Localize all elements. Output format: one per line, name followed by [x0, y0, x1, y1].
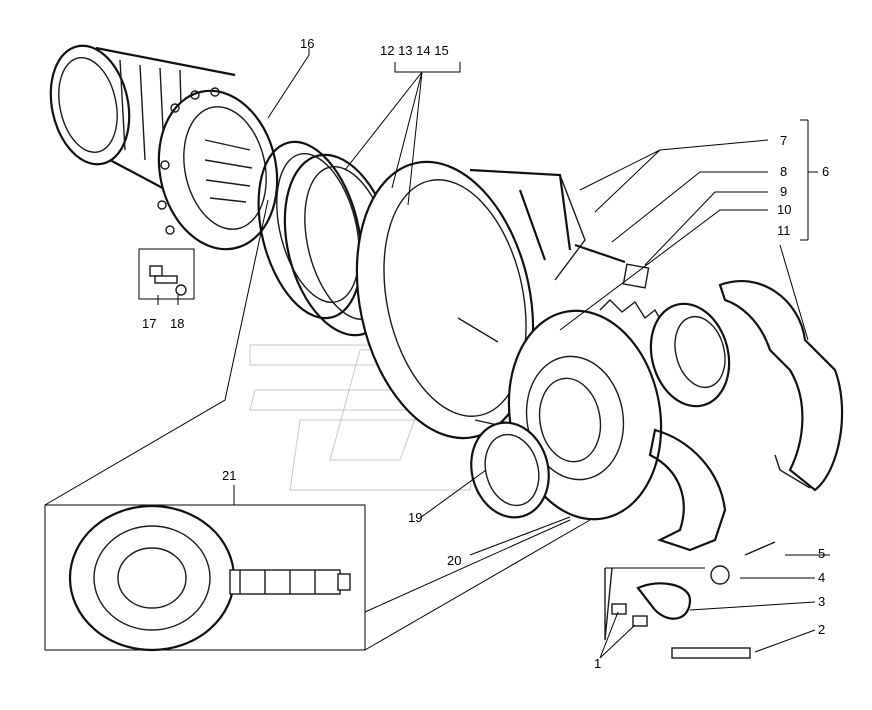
bolt-washer-inset [138, 248, 195, 300]
callout-21: 21 [222, 468, 236, 483]
ring-gear-pinion-inset [44, 504, 366, 652]
callout-5: 5 [818, 546, 825, 561]
differential-housing-part-6 [355, 160, 650, 440]
callout-10: 10 [777, 202, 791, 217]
callout-8: 8 [780, 164, 787, 179]
callout-17: 17 [142, 316, 156, 331]
callout-7: 7 [780, 133, 787, 148]
carrier-housing-part-16 [49, 44, 279, 251]
callout-12-15: 12 13 14 15 [380, 43, 449, 58]
callout-18: 18 [170, 316, 184, 331]
callout-16: 16 [300, 36, 314, 51]
small-hardware-parts-1-5 [604, 541, 776, 659]
callout-3: 3 [818, 594, 825, 609]
callout-6: 6 [822, 164, 829, 179]
lower-bearing-cap [648, 428, 727, 552]
callout-9: 9 [780, 184, 787, 199]
callout-1: 1 [594, 656, 601, 671]
callout-11: 11 [777, 223, 791, 238]
callout-20: 20 [447, 553, 461, 568]
leader-lines [44, 48, 830, 659]
callout-4: 4 [818, 570, 825, 585]
roller-bearing [649, 302, 731, 408]
bearing-cap-part-11 [718, 279, 844, 492]
callout-2: 2 [818, 622, 825, 637]
callout-19: 19 [408, 510, 422, 525]
